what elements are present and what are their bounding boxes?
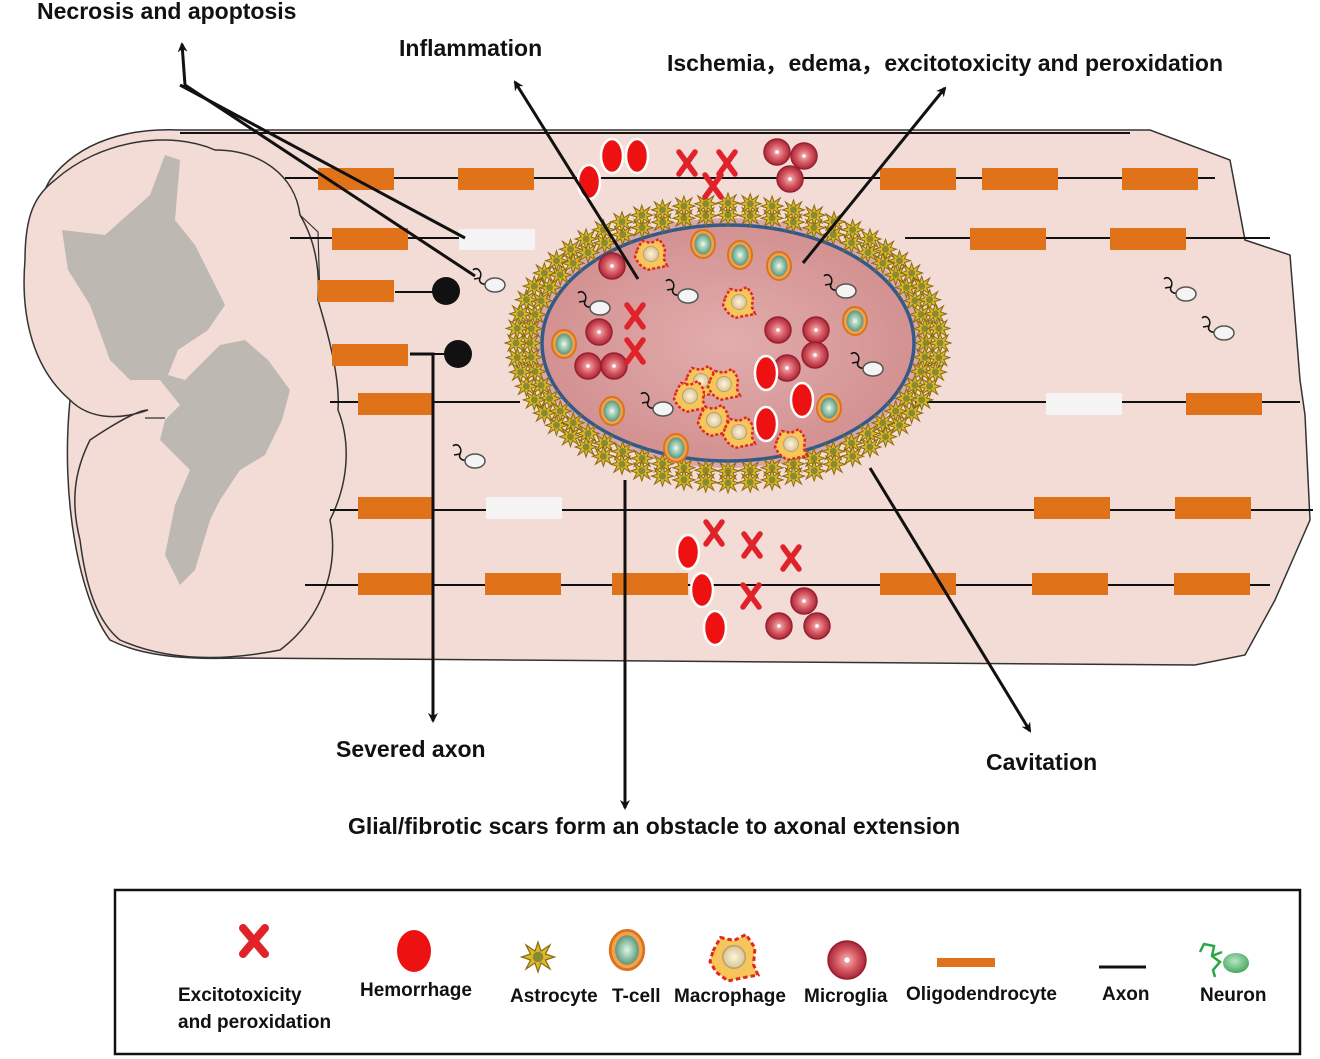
astrocyte [802, 460, 826, 482]
legend-excitotoxicity-label-line1: Excitotoxicity [178, 985, 302, 1006]
astrocyte [884, 264, 908, 286]
astrocyte [574, 228, 598, 250]
legend-hemorrhage-icon [397, 930, 431, 972]
astrocyte [610, 453, 634, 475]
astrocyte [610, 211, 634, 233]
label-necrosis: Necrosis and apoptosis [37, 0, 296, 24]
astrocyte [574, 436, 598, 458]
astrocyte [871, 412, 895, 434]
astrocyte [716, 472, 740, 494]
astrocyte [802, 204, 826, 226]
astrocyte [651, 199, 674, 221]
astrocyte [923, 361, 947, 383]
legend-astrocyte-icon [519, 940, 557, 974]
annotation-arrows [177, 42, 1032, 810]
astrocyte [509, 361, 533, 383]
legend-microglia-label: Microglia [804, 986, 888, 1007]
label-inflammation: Inflammation [399, 35, 542, 61]
astrocyte [505, 317, 529, 339]
severed-axon-ends [432, 277, 472, 368]
astrocyte [910, 389, 934, 411]
astrocyte [561, 252, 585, 274]
oligodendrocytes [318, 168, 1262, 595]
arrow-necrosis [177, 42, 476, 278]
astrocyte [548, 400, 572, 422]
astrocyte [738, 471, 762, 493]
astrocyte [858, 436, 882, 458]
astrocyte [532, 402, 556, 424]
legend-macrophage-label: Macrophage [674, 986, 786, 1007]
demyelinated-segments [459, 229, 1122, 519]
astrocyte [841, 445, 865, 467]
astrocyte [559, 238, 582, 260]
legend-astrocyte-label: Astrocyte [510, 986, 598, 1007]
astrocyte [858, 228, 882, 250]
arrow-cavitation [868, 467, 1032, 733]
legend-oligodendrocyte-icon [937, 958, 995, 967]
astrocyte [782, 465, 805, 487]
label-severed-axon: Severed axon [336, 736, 486, 762]
astrocyte [874, 426, 897, 448]
label-glial-scar: Glial/fibrotic scars form an obstacle to… [348, 813, 960, 839]
astrocyte [672, 469, 696, 491]
legend-axon-label: Axon [1102, 984, 1150, 1005]
label-cavitation: Cavitation [986, 749, 1097, 775]
legend-tcell-label: T-cell [612, 986, 661, 1007]
legend-hemorrhage-label: Hemorrhage [360, 980, 472, 1001]
astrocyte [841, 219, 865, 241]
astrocyte [738, 193, 762, 215]
legend-microglia-icon [827, 940, 867, 980]
grey-matter [62, 155, 290, 585]
legend-neuron-label: Neuron [1200, 985, 1267, 1006]
legend-neuron-icon [1198, 942, 1249, 978]
legend-excitotoxicity-icon [239, 924, 269, 958]
astrocyte [630, 204, 654, 226]
astrocyte [822, 453, 846, 475]
astrocyte [514, 375, 538, 397]
legend: Excitotoxicity and peroxidation Hemorrha… [113, 888, 1302, 1056]
legend-excitotoxicity-label-line2: and peroxidation [178, 1012, 331, 1033]
legend-macrophage-icon [708, 932, 761, 983]
label-ischemia: Ischemia，edema，excitotoxicity and peroxi… [667, 50, 1223, 76]
arrow-inflammation [513, 80, 640, 280]
astrocyte [672, 195, 696, 217]
astrocyte [760, 195, 784, 217]
astrocyte [760, 469, 784, 491]
arrow-ischemia [801, 86, 947, 264]
legend-tcell-icon [608, 929, 646, 971]
astrocyte [923, 303, 947, 325]
diagram-labels: Necrosis and apoptosis Inflammation Isch… [37, 0, 1223, 839]
legend-box [113, 888, 1302, 1056]
astrocyte [782, 199, 805, 221]
astrocyte [918, 289, 942, 311]
astrocyte [651, 465, 674, 487]
astrocyte [630, 460, 654, 482]
legend-oligodendrocyte-label: Oligodendrocyte [906, 984, 1057, 1005]
astrocyte [927, 347, 951, 369]
astrocyte [522, 275, 546, 297]
arrow-severed-axon [410, 352, 438, 723]
astrocyte [591, 445, 615, 467]
astrocyte [509, 303, 533, 325]
astrocyte [900, 262, 924, 284]
astrocyte [694, 471, 718, 493]
